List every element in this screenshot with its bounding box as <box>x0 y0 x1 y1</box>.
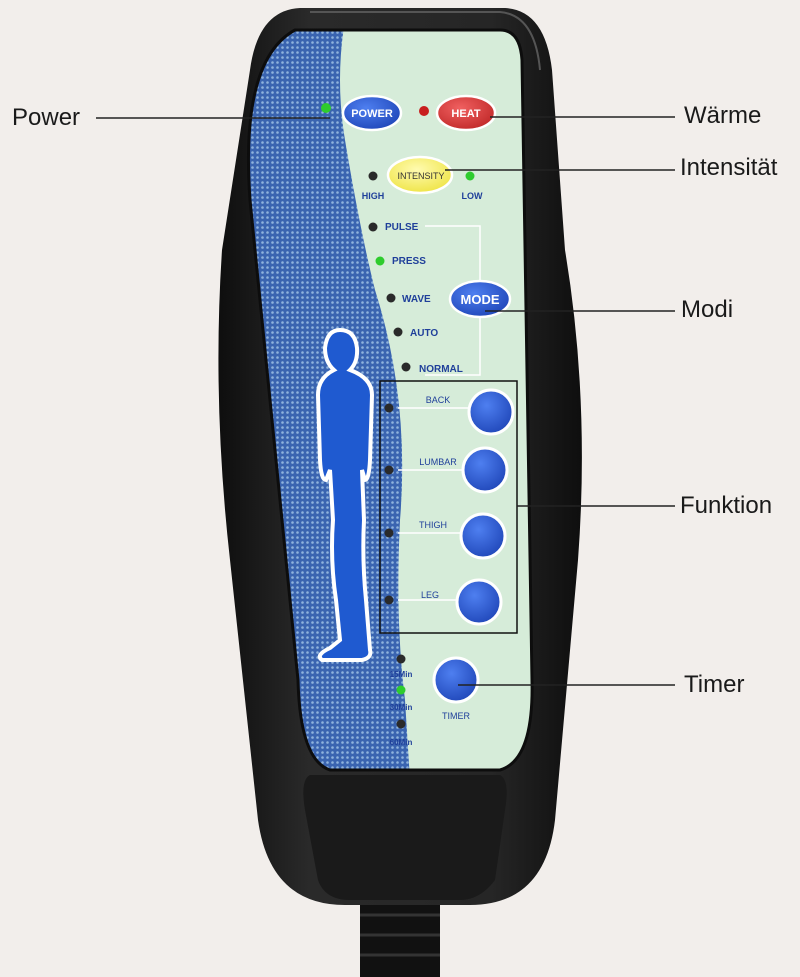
timer-label-60: 60Min <box>390 738 413 747</box>
zone-leg-led <box>384 595 394 605</box>
callout-timer: Timer <box>684 671 745 698</box>
heat-led <box>419 106 429 116</box>
zone-label-thigh: THIGH <box>419 520 447 530</box>
mode-normal-led <box>401 362 411 372</box>
intensity-low-label: LOW <box>462 191 483 201</box>
thigh-button[interactable] <box>459 512 507 560</box>
intensity-button[interactable]: INTENSITY <box>386 155 454 195</box>
power-led <box>321 103 331 113</box>
lumbar-button[interactable] <box>461 446 509 494</box>
mode-auto-led <box>393 327 403 337</box>
timer-label-30: 30Min <box>390 703 413 712</box>
intensity-low-led <box>465 171 475 181</box>
mode-button[interactable]: MODE <box>448 279 512 319</box>
grip-bottom <box>303 775 507 900</box>
zone-back-led <box>384 403 394 413</box>
leg-button[interactable] <box>455 578 503 626</box>
intensity-high-label: HIGH <box>362 191 385 201</box>
callout-power: Power <box>12 104 81 131</box>
mode-label-auto: AUTO <box>410 328 438 339</box>
mode-press-led <box>375 256 385 266</box>
heat-button-label: HEAT <box>451 108 480 120</box>
body-silhouette-icon <box>315 327 375 662</box>
callout-modes: Modi <box>681 296 734 323</box>
zone-label-back: BACK <box>426 395 451 405</box>
timer-button-label: TIMER <box>442 711 470 721</box>
mode-label-pulse: PULSE <box>385 222 419 233</box>
mode-label-wave: WAVE <box>402 294 431 305</box>
timer-15-led <box>396 654 406 664</box>
mode-button-label: MODE <box>461 292 500 307</box>
timer-button[interactable] <box>432 656 480 704</box>
timer-30-led <box>396 685 406 695</box>
power-button-label: POWER <box>351 108 393 120</box>
timer-label-15: 15Min <box>390 670 413 679</box>
intensity-button-label: INTENSITY <box>397 171 444 181</box>
heat-button[interactable]: HEAT <box>435 94 497 132</box>
mode-label-normal: NORMAL <box>419 364 463 375</box>
callout-intensity: Intensität <box>680 154 778 181</box>
mode-pulse-led <box>368 222 378 232</box>
zone-label-lumbar: LUMBAR <box>419 457 457 467</box>
zone-label-leg: LEG <box>421 590 439 600</box>
callout-heat: Wärme <box>684 102 762 129</box>
back-button[interactable] <box>467 388 515 436</box>
timer-60-led <box>396 719 406 729</box>
zone-lumbar-led <box>384 465 394 475</box>
callout-function: Funktion <box>680 492 773 519</box>
power-button[interactable]: POWER <box>341 94 403 132</box>
mode-label-press: PRESS <box>392 256 426 267</box>
zone-thigh-led <box>384 528 394 538</box>
mode-wave-led <box>386 293 396 303</box>
callout-lines <box>96 116 675 686</box>
intensity-high-led <box>368 171 378 181</box>
function-frame <box>379 380 518 634</box>
